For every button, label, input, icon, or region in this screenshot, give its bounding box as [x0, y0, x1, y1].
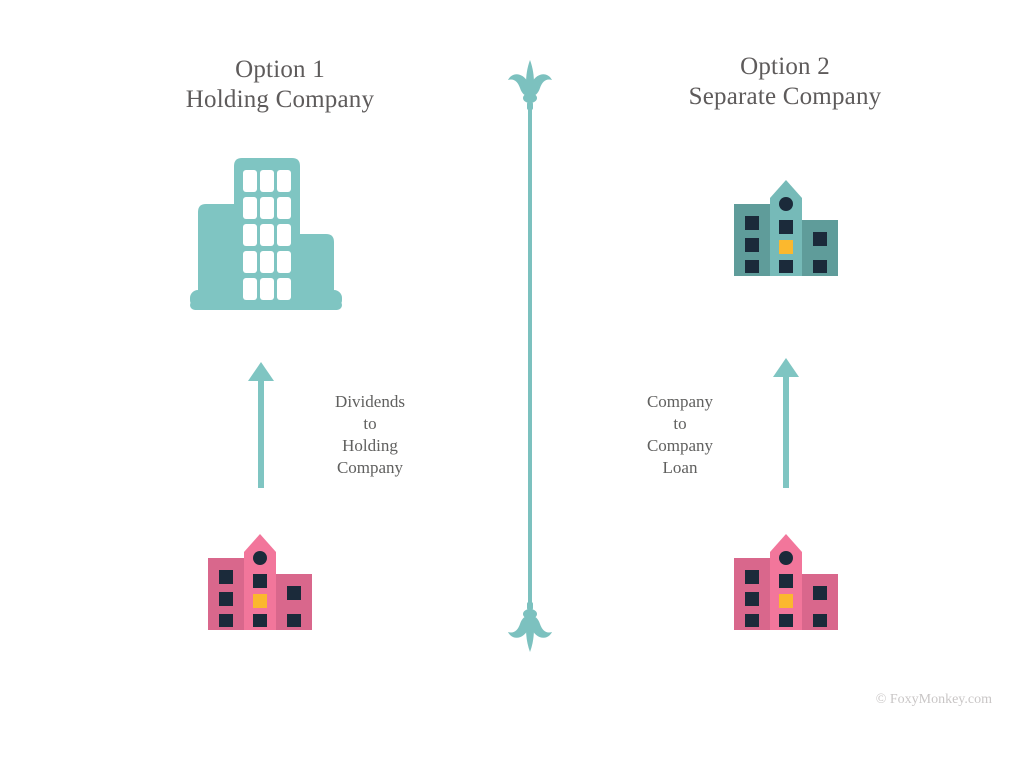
flow-label-line-3: Company — [646, 436, 714, 455]
flow-label-line-4: Company — [336, 458, 404, 477]
subsidiary-company-building-icon — [208, 532, 312, 637]
flow-label-line-1: Company — [646, 392, 714, 411]
column-title-line-2: Separate Company — [688, 83, 882, 110]
column-title-option-2: Option 2 Separate Company — [625, 52, 945, 112]
flow-label-line-2: to — [673, 414, 687, 433]
fleur-de-lis-bottom — [508, 602, 552, 652]
dividends-flow-arrow — [245, 362, 277, 493]
company-loan-flow-arrow — [770, 358, 802, 493]
flow-label-line-2: to — [363, 414, 377, 433]
column-title-option-1: Option 1 Holding Company — [120, 55, 440, 115]
flow-label-line-4: Loan — [662, 458, 698, 477]
flow-label-option-1: Dividends to Holding Company — [300, 391, 440, 479]
column-title-line-1: Option 1 — [235, 56, 325, 83]
column-title-line-2: Holding Company — [185, 86, 375, 113]
separate-company-building-icon — [734, 178, 838, 283]
column-title-line-1: Option 2 — [740, 53, 830, 80]
flow-label-line-3: Holding — [342, 436, 398, 455]
flow-label-line-1: Dividends — [335, 392, 405, 411]
flow-label-option-2: Company to Company Loan — [610, 391, 750, 479]
fleur-de-lis-top — [508, 60, 552, 110]
credit-watermark: © FoxyMonkey.com — [875, 692, 992, 707]
operating-company-building-icon — [734, 532, 838, 637]
holding-company-building-icon — [188, 152, 344, 317]
center-divider-ornament — [498, 58, 562, 654]
